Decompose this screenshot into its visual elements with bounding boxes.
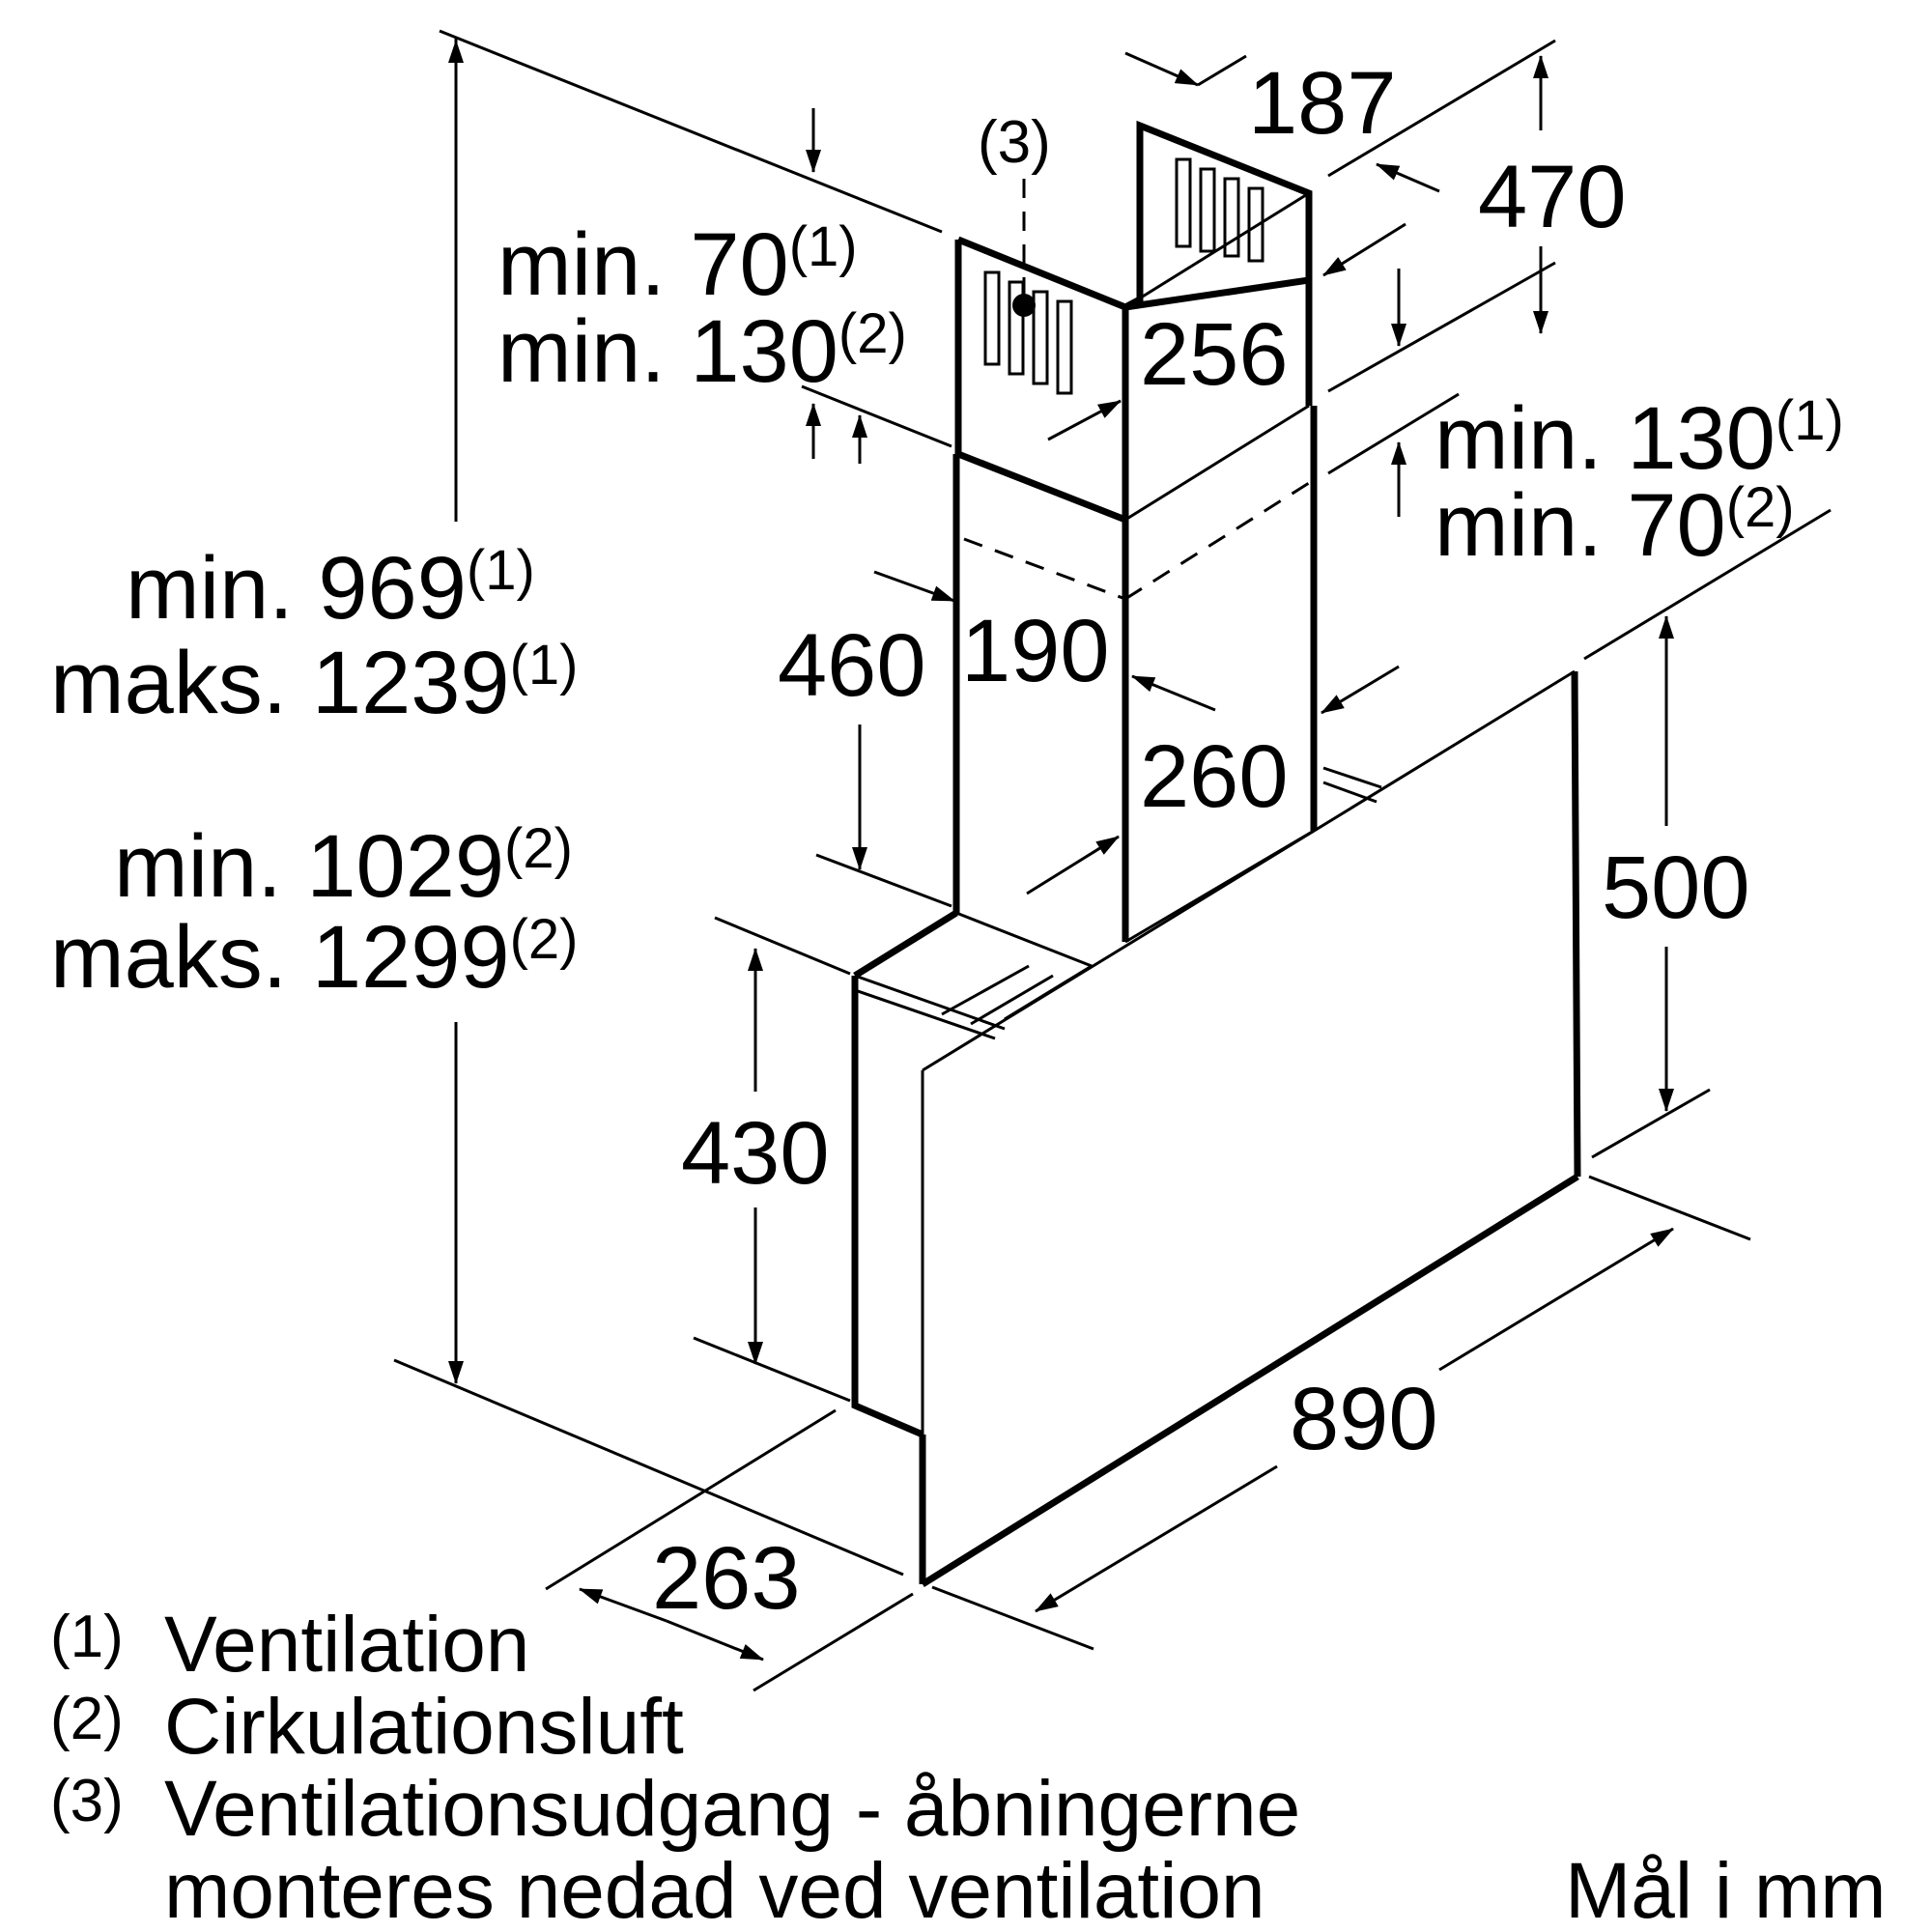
label-ventilation-exit-ref: (3)	[978, 109, 1051, 176]
label-470: 470	[1478, 148, 1627, 246]
legend-text-2: Cirkulationsluft	[164, 1683, 684, 1771]
height-recirculation-min: min. 1029(2)	[114, 817, 573, 916]
ventilation-outlet-marker	[1012, 294, 1036, 317]
vent-slots-left	[983, 270, 1073, 395]
clearance-right-line1: min. 130(1)	[1435, 389, 1844, 488]
dimension-lines	[393, 29, 1832, 1692]
legend-text-1: Ventilation	[164, 1601, 529, 1689]
legend-text-3-cont: monteres nedad ved ventilation	[164, 1847, 1265, 1932]
legend-marker-3: (3)	[50, 1768, 124, 1834]
label-890: 890	[1290, 1370, 1438, 1468]
label-256: 256	[1140, 305, 1289, 404]
label-500: 500	[1602, 838, 1750, 937]
legend: (1) Ventilation (2) Cirkulationsluft (3)…	[50, 1601, 1300, 1932]
height-ventilation-max: maks. 1239(1)	[50, 634, 578, 732]
clearance-top-left-line2: min. 130(2)	[497, 302, 907, 401]
clearance-top-left-line1: min. 70(1)	[497, 215, 858, 314]
legend-marker-2: (2)	[50, 1686, 124, 1752]
label-430: 430	[681, 1104, 830, 1203]
label-190: 190	[961, 602, 1110, 700]
legend-marker-1: (1)	[50, 1604, 124, 1670]
label-187: 187	[1248, 54, 1397, 153]
label-260: 260	[1140, 727, 1289, 826]
hood-outline	[851, 120, 1581, 1587]
height-recirculation-max: maks. 1299(2)	[50, 908, 578, 1007]
vent-slots-right	[1175, 157, 1264, 263]
dimension-labels: (3) 187 470 256 190 260 460 430 500 890 …	[50, 54, 1844, 1628]
units-note: Mål i mm	[1565, 1847, 1887, 1932]
label-263: 263	[652, 1529, 801, 1628]
legend-text-3: Ventilationsudgang - åbningerne	[164, 1765, 1300, 1853]
label-460: 460	[778, 616, 926, 715]
clearance-right-line2: min. 70(2)	[1435, 476, 1795, 575]
height-ventilation-min: min. 969(1)	[126, 539, 535, 638]
